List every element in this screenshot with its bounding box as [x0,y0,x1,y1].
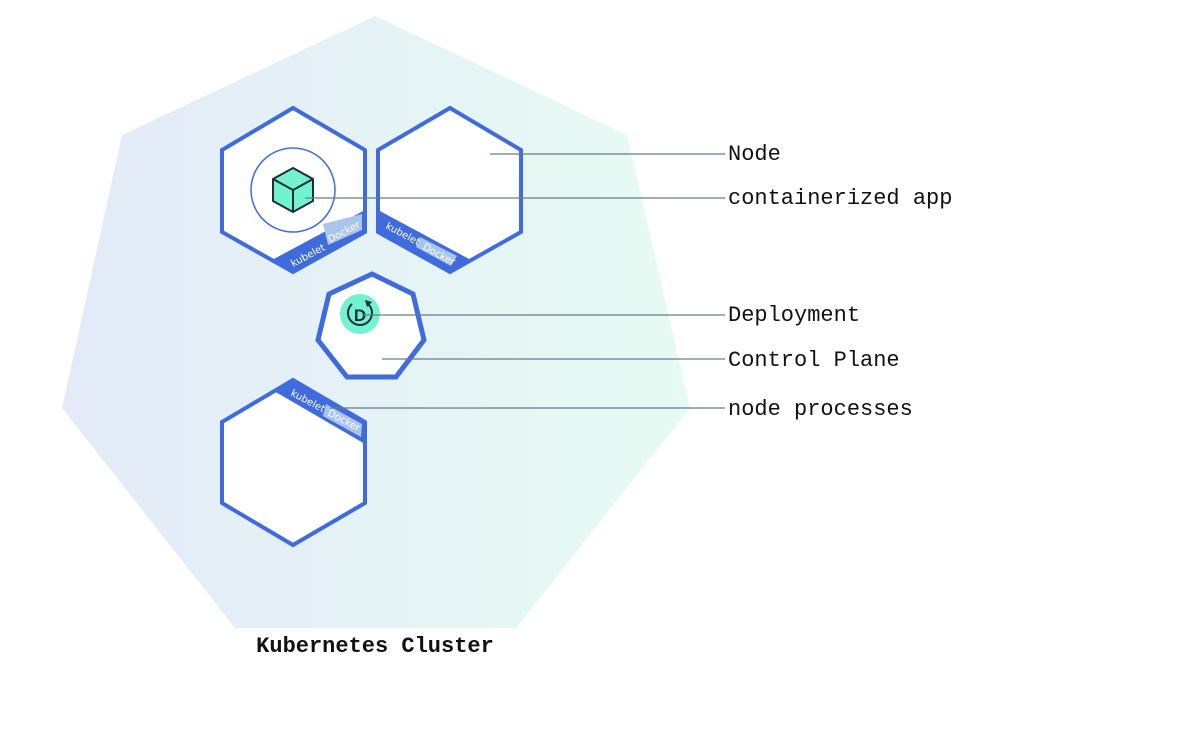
label-deployment: Deployment [728,303,860,328]
node-process-band [274,380,365,444]
label-node: Node [728,142,781,167]
label-control-plane: Control Plane [728,348,900,373]
cluster-title: Kubernetes Cluster [256,634,494,659]
docker-tag [416,237,457,266]
deployment-letter: D [354,306,366,325]
label-node-processes: node processes [728,397,913,422]
node-3: kubelet Docker [220,377,367,548]
docker-tag [323,404,362,437]
control-plane: D [315,271,427,380]
label-containerized-app: containerized app [728,186,952,211]
docker-tag [323,214,362,245]
container-cube-icon [272,167,314,213]
